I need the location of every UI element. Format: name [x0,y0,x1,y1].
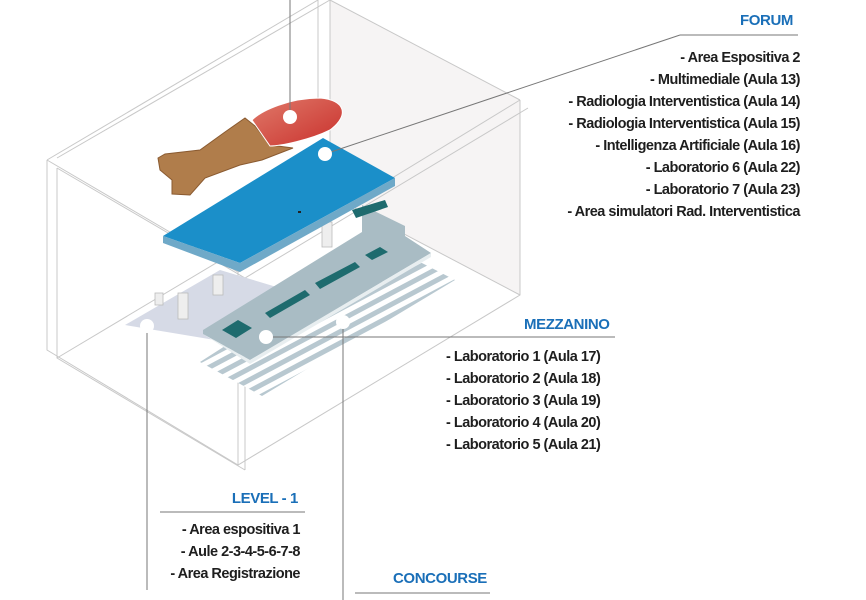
forum-item: - Area Espositiva 2 [680,50,800,66]
forum-item: - Laboratorio 6 (Aula 22) [645,160,801,176]
forum-item: - Laboratorio 7 (Aula 23) [645,182,801,198]
forum-list: - Area Espositiva 2 - Multimediale (Aula… [567,47,800,223]
mezzanino-item: - Laboratorio 5 (Aula 21) [446,437,601,453]
mezzanino-item: - Laboratorio 2 (Aula 18) [446,371,601,387]
red-area [251,97,343,147]
forum-item: - Radiologia Interventistica (Aula 15) [568,116,800,132]
mezzanino-title: MEZZANINO [524,316,610,333]
brown-area [157,117,294,196]
level1-item: - Area Registrazione [170,566,300,582]
forum-item: - Radiologia Interventistica (Aula 14) [568,94,800,110]
marker-dot-concourse [336,315,350,329]
level1-item: - Aule 2-3-4-5-6-7-8 [180,544,301,560]
concourse-floor [200,262,455,396]
leader-lines [146,0,798,600]
forum-title: FORUM [740,12,793,29]
marker-dot-level1 [140,319,154,333]
mezzanino-list: - Laboratorio 1 (Aula 17) - Laboratorio … [446,346,601,456]
marker-dot-red [283,110,297,124]
concourse-title: CONCOURSE [393,570,487,587]
back-wall [330,0,520,295]
mezzanine-plate [203,200,431,364]
forum-slab [163,138,395,272]
mezzanino-item: - Laboratorio 4 (Aula 20) [446,415,601,431]
level1-title: LEVEL - 1 [231,490,299,507]
marker-dots [140,110,350,344]
forum-item: - Multimediale (Aula 13) [650,72,800,88]
forum-item: - Area simulatori Rad. Interventistica [567,204,800,220]
marker-dot-mezzanino [259,330,273,344]
forum-item: - Intelligenza Artificiale (Aula 16) [595,138,800,154]
marker-dot-forum [318,147,332,161]
level1-list: - Area espositiva 1 - Aule 2-3-4-5-6-7-8… [170,519,300,585]
level1-item: - Area espositiva 1 [181,522,301,538]
mezzanino-item: - Laboratorio 3 (Aula 19) [446,393,601,409]
mezzanino-item: - Laboratorio 1 (Aula 17) [446,349,601,365]
